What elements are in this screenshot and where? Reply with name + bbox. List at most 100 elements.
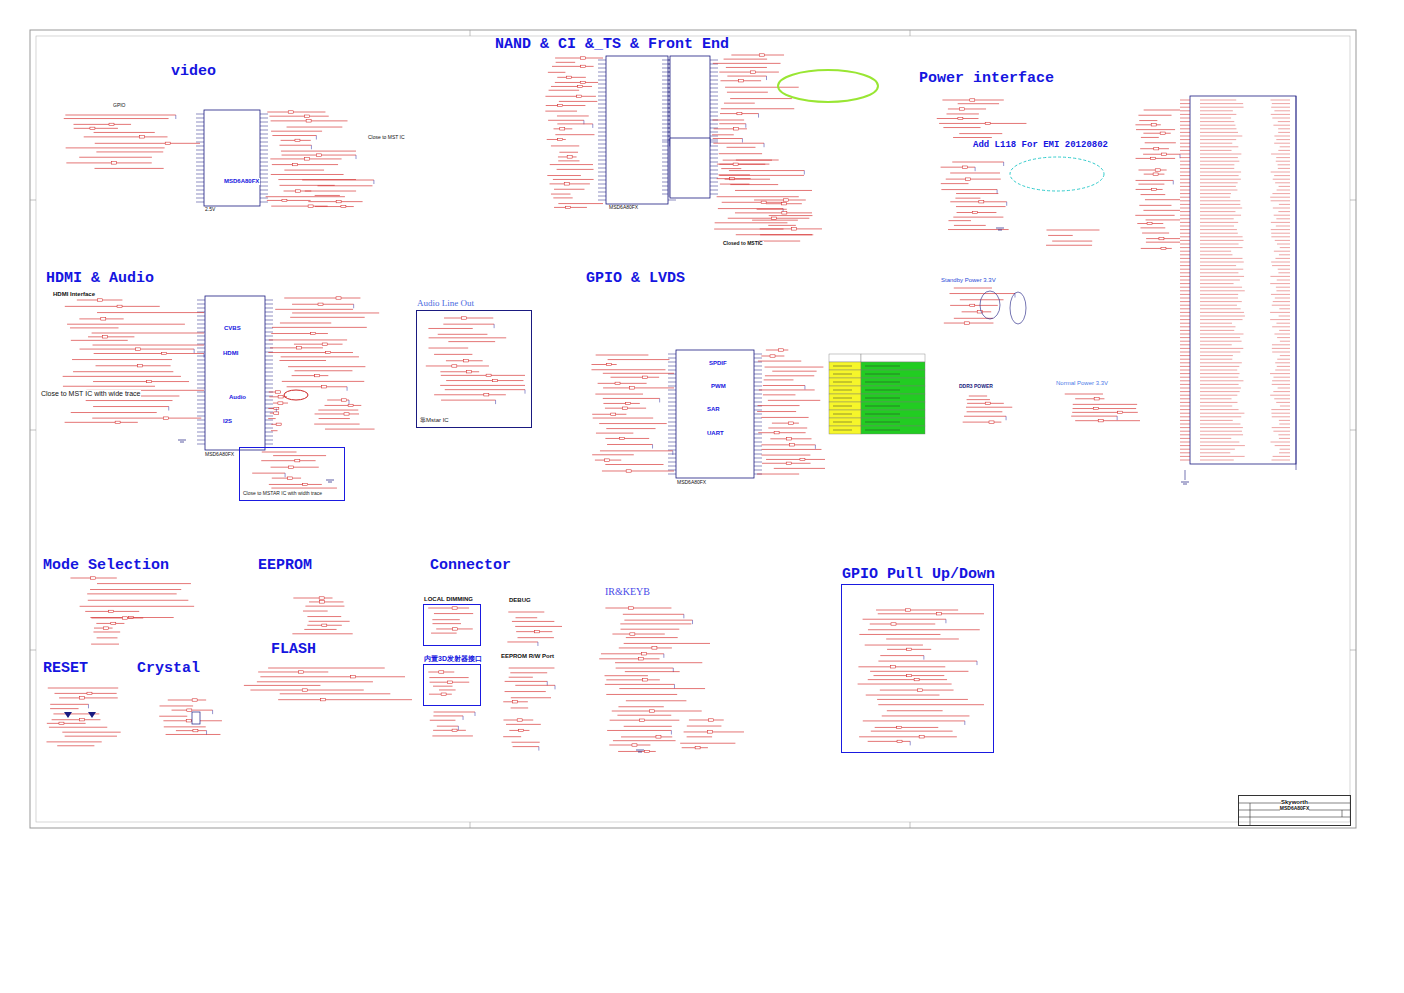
pin (197, 316, 205, 317)
pin (754, 434, 762, 435)
component-symbol (342, 399, 347, 401)
ic-symbol (205, 296, 265, 450)
pin-name-mark (1270, 100, 1290, 101)
pin-name-mark (1270, 373, 1290, 374)
pin (598, 104, 606, 105)
wire (682, 747, 708, 748)
pin (598, 112, 606, 113)
annotation-label: GPIO (112, 103, 127, 109)
wire (55, 693, 117, 694)
wire (619, 688, 705, 689)
wire (1138, 170, 1166, 171)
wire (671, 730, 672, 734)
pin (662, 108, 670, 109)
pin (1180, 136, 1190, 137)
wire (606, 679, 660, 680)
wire (761, 444, 815, 445)
wire (292, 304, 354, 305)
wire (428, 608, 469, 609)
ic-symbol (670, 138, 710, 198)
pin-name-mark (1200, 301, 1242, 302)
pin (197, 424, 205, 425)
pin-name-mark (1276, 218, 1290, 219)
pin (710, 72, 718, 73)
pin-name-mark (1200, 118, 1231, 119)
pin (265, 412, 273, 413)
wire (964, 416, 1006, 417)
wire (871, 731, 953, 732)
wire (768, 427, 807, 428)
pin (1180, 366, 1190, 367)
pin (260, 170, 268, 171)
pin (1180, 222, 1190, 223)
pin-name-mark (1200, 146, 1238, 147)
pin (1180, 276, 1190, 277)
wire (166, 734, 221, 735)
pin-name-mark (1200, 434, 1243, 435)
pin-name-mark (1276, 290, 1290, 291)
wire (267, 112, 325, 113)
pin-name-mark (1200, 409, 1239, 410)
component-symbol (786, 462, 791, 464)
cell-mark (833, 390, 852, 391)
wire (731, 55, 784, 56)
pin-name-mark (1200, 427, 1243, 428)
table-cell (861, 418, 925, 426)
pin (260, 142, 268, 143)
wire (623, 614, 684, 615)
wire (511, 707, 529, 708)
pin (754, 450, 762, 451)
wire (160, 705, 194, 706)
pin-name-mark (1200, 384, 1239, 385)
wire (969, 396, 987, 397)
wire (525, 390, 526, 394)
pin (1180, 337, 1190, 338)
pin (754, 382, 762, 383)
wire (428, 672, 454, 673)
wire (758, 432, 805, 433)
wire (736, 160, 779, 161)
pin (196, 170, 204, 171)
pin (197, 436, 205, 437)
pin-name-mark (1200, 334, 1243, 335)
inductor-loop (1010, 292, 1026, 324)
pin (598, 184, 606, 185)
wire (97, 583, 191, 584)
pin (197, 432, 205, 433)
component-symbol (964, 322, 969, 324)
wire (558, 160, 579, 161)
wire (719, 123, 746, 124)
wire (876, 610, 958, 611)
pin (265, 396, 273, 397)
wire (50, 708, 78, 709)
wire (311, 145, 312, 149)
wire (175, 115, 176, 119)
wire (1173, 180, 1174, 184)
component-symbol (733, 163, 738, 165)
pin (598, 60, 606, 61)
pin (668, 402, 676, 403)
pin-name-mark (1200, 100, 1236, 101)
ground-symbol (998, 230, 1002, 231)
component-symbol (439, 671, 444, 673)
wire (518, 637, 554, 638)
component-symbol (517, 719, 522, 721)
wire (774, 468, 825, 469)
component-symbol (965, 178, 970, 180)
wire (503, 701, 528, 702)
wire (281, 140, 311, 141)
pin (710, 190, 718, 191)
component-symbol (737, 112, 742, 114)
wire (593, 418, 653, 419)
wire (446, 380, 523, 381)
pin (197, 340, 205, 341)
wire (626, 637, 678, 638)
cell-mark (833, 374, 852, 375)
wire (1046, 245, 1092, 246)
pin (1180, 157, 1190, 158)
component-symbol (452, 365, 457, 367)
component-symbol (344, 413, 349, 415)
wire (70, 578, 116, 579)
pin-name-mark (1272, 460, 1290, 461)
component-symbol (643, 679, 648, 681)
